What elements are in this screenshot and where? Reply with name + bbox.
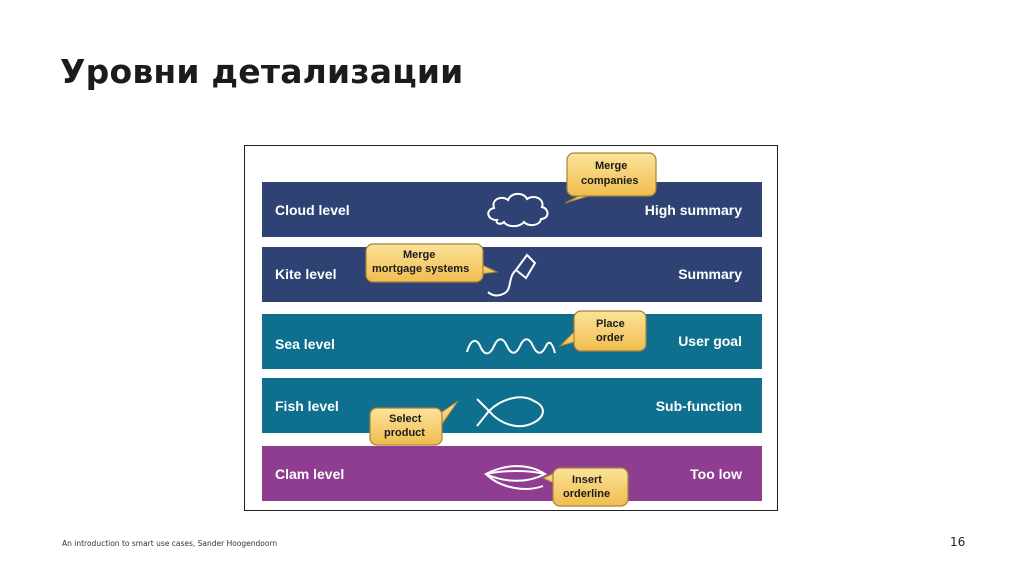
slide-title: Уровни детализации: [60, 52, 464, 91]
callout-line: mortgage systems: [372, 263, 469, 275]
kite-icon: [487, 253, 537, 297]
level-scope: Summary: [678, 266, 742, 282]
callout-line: Merge: [595, 160, 627, 172]
callout-line: orderline: [563, 488, 610, 500]
clam-icon: [483, 465, 547, 490]
level-band-clam: Clam level Too low: [262, 446, 762, 501]
level-scope: User goal: [678, 333, 742, 349]
level-band-sea: Sea level User goal: [262, 314, 762, 369]
level-name: Sea level: [275, 336, 335, 352]
level-band-kite: Kite level Summary: [262, 247, 762, 302]
callout-line: order: [596, 332, 625, 344]
callout-line: companies: [581, 175, 638, 187]
callout-line: Select: [389, 413, 422, 425]
callout-line: product: [384, 427, 425, 439]
level-name: Cloud level: [275, 202, 350, 218]
callout-merge-companies: Merge companies: [564, 152, 657, 204]
callout-line: Place: [596, 318, 625, 330]
level-scope: High summary: [645, 202, 742, 218]
levels-diagram: Cloud level High summary Kite level Summ…: [244, 145, 778, 511]
cloud-icon: [487, 192, 549, 228]
band-background: [262, 182, 762, 237]
wave-icon: [466, 338, 556, 355]
callout-merge-mortgage-systems: Merge mortgage systems: [365, 243, 499, 283]
level-name: Clam level: [275, 466, 344, 482]
page-number: 16: [950, 535, 966, 549]
band-background: [262, 314, 762, 369]
footer-citation: An introduction to smart use cases, Sand…: [62, 539, 278, 548]
level-name: Fish level: [275, 398, 339, 414]
band-background: [262, 446, 762, 501]
callout-place-order: Place order: [558, 310, 647, 352]
callout-select-product: Select product: [369, 400, 459, 446]
level-name: Kite level: [275, 266, 336, 282]
band-background: [262, 378, 762, 433]
level-scope: Too low: [690, 466, 742, 482]
level-scope: Sub-function: [656, 398, 742, 414]
callout-line: Merge: [403, 249, 435, 261]
level-band-cloud: Cloud level High summary: [262, 182, 762, 237]
callout-line: Insert: [572, 474, 602, 486]
callout-insert-orderline: Insert orderline: [541, 467, 629, 507]
fish-icon: [476, 396, 544, 428]
level-band-fish: Fish level Sub-function: [262, 378, 762, 433]
